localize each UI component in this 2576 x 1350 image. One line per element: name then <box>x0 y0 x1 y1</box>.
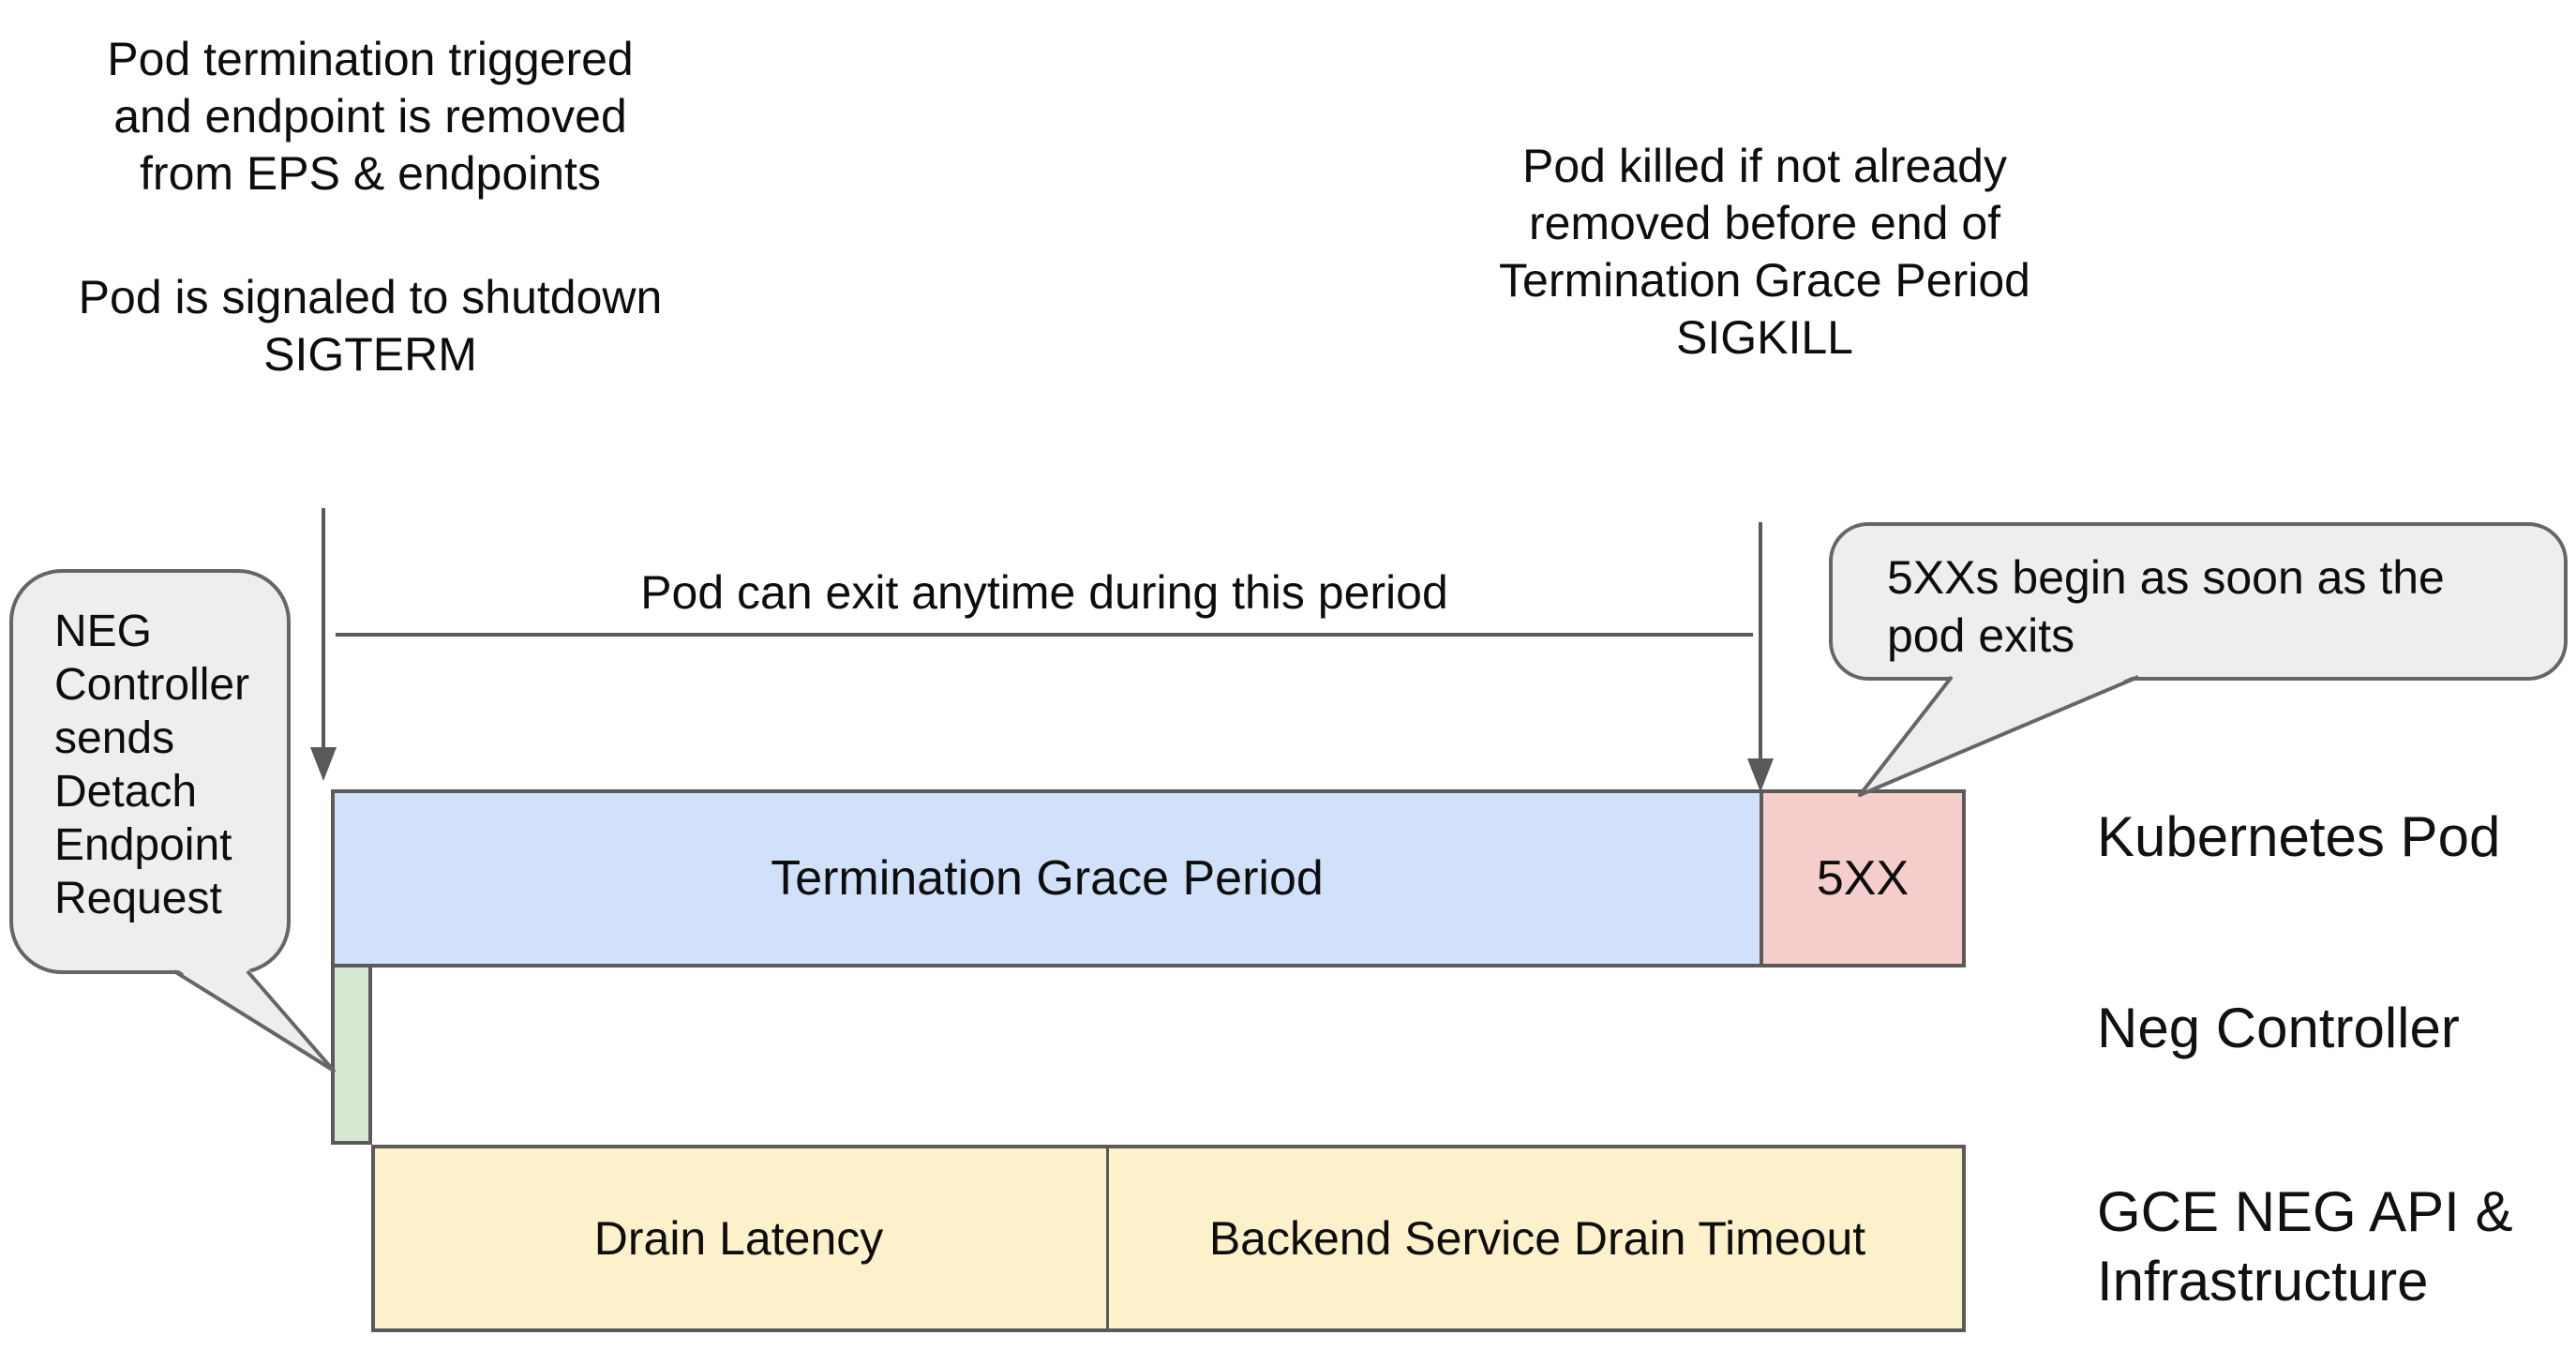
note-line: Pod termination triggered <box>107 33 634 85</box>
bar-label: Termination Grace Period <box>771 851 1324 906</box>
bar-drain-latency: Drain Latency <box>371 1148 1109 1328</box>
row-label-kubernetes-pod: Kubernetes Pod <box>2097 805 2501 868</box>
bar-label: Backend Service Drain Timeout <box>1208 1212 1866 1265</box>
bubble-line: 5XXs begin as soon as the <box>1887 551 2445 604</box>
sigkill-arrow <box>1747 522 1774 792</box>
bubble-line: Endpoint <box>54 820 232 870</box>
period-span-label: Pod can exit anytime during this period <box>640 566 1448 619</box>
note-line: and endpoint is removed <box>113 90 627 142</box>
right-bubble-tail <box>1858 674 2139 797</box>
note-line: Pod killed if not already <box>1522 140 2007 192</box>
note-pod-killed-sigkill: Pod killed if not already removed before… <box>1448 138 2081 367</box>
bar-neg-detach-request <box>331 964 372 1145</box>
bar-label: 5XX <box>1816 851 1910 906</box>
note-line: Termination Grace Period <box>1499 254 2030 307</box>
left-speech-bubble: NEG Controller sends Detach Endpoint Req… <box>9 569 291 974</box>
note-line: removed before end of <box>1528 197 2001 249</box>
row-label-line: GCE NEG API & <box>2097 1180 2513 1243</box>
bar-label: Drain Latency <box>593 1212 884 1265</box>
bubble-line: pod exits <box>1887 609 2075 662</box>
sigterm-arrow <box>310 508 337 781</box>
row-label-neg-controller: Neg Controller <box>2097 997 2460 1059</box>
note-pod-signaled-sigterm: Pod is signaled to shutdown SIGTERM <box>56 269 684 383</box>
left-bubble-tail <box>172 968 336 1072</box>
bubble-line: Request <box>54 874 222 923</box>
row-label-line: Infrastructure <box>2097 1250 2429 1312</box>
bubble-line: Controller <box>54 660 250 710</box>
right-speech-bubble: 5XXs begin as soon as the pod exits <box>1829 522 2568 681</box>
note-line: Pod is signaled to shutdown <box>78 271 663 323</box>
bubble-line: sends <box>54 713 175 763</box>
bar-gce-drain: Drain Latency Backend Service Drain Time… <box>371 1145 1966 1332</box>
bubble-line: NEG <box>54 607 153 656</box>
note-pod-termination-triggered: Pod termination triggered and endpoint i… <box>56 31 684 202</box>
bubble-line: Detach <box>54 767 198 817</box>
note-line: SIGTERM <box>263 328 477 381</box>
note-line: from EPS & endpoints <box>140 147 601 200</box>
note-line: SIGKILL <box>1676 311 1853 364</box>
bar-backend-service-drain-timeout: Backend Service Drain Timeout <box>1109 1148 1966 1328</box>
bar-termination-grace-period: Termination Grace Period <box>331 789 1763 968</box>
row-label-gce-neg-api: GCE NEG API & Infrastructure <box>2097 1178 2512 1316</box>
bar-5xx: 5XX <box>1760 789 1966 968</box>
